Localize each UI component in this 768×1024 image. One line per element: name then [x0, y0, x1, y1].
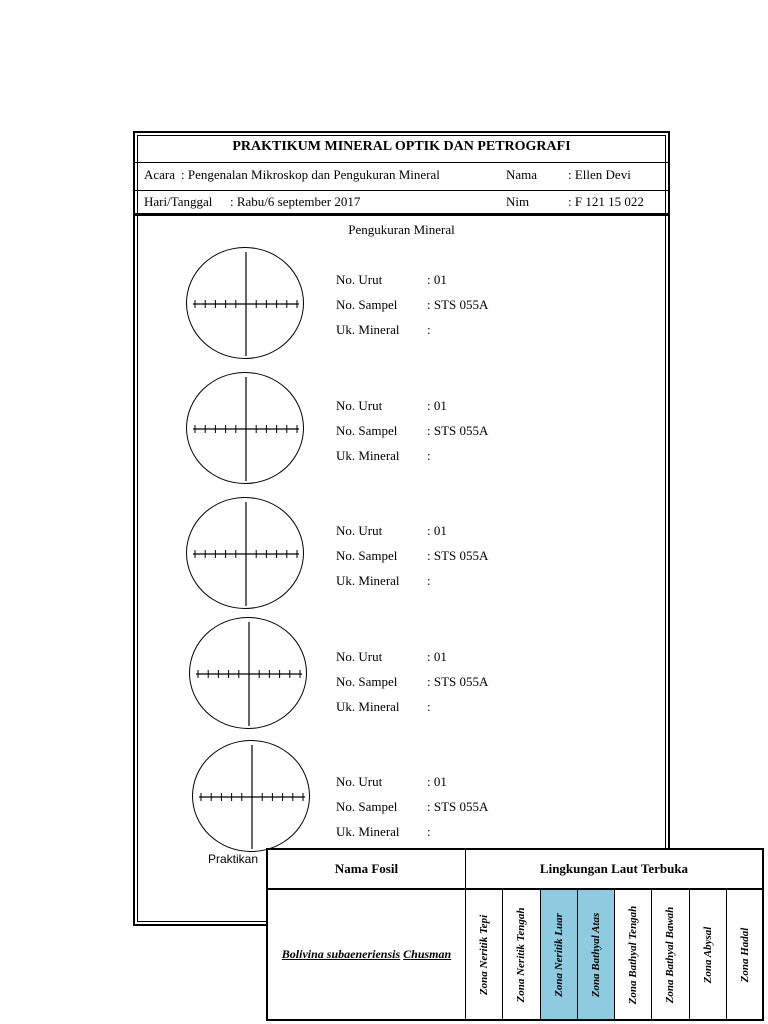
- zone-label: Zona Bathyal Tengah: [627, 905, 640, 1004]
- no-urut-value: : 01: [427, 774, 447, 789]
- hari-value: : Rabu/6 september 2017: [230, 194, 361, 209]
- no-urut-label: No. Urut: [336, 398, 383, 413]
- zone-column: Zona Bathyal Tengah: [615, 890, 653, 1019]
- no-urut-label: No. Urut: [336, 272, 383, 287]
- zone-column: Zona Bathyal Atas: [577, 890, 615, 1019]
- reticle-scope-icon: [189, 617, 307, 729]
- section-title: Pengukuran Mineral: [348, 222, 455, 237]
- uk-mineral-value: :: [427, 699, 431, 714]
- zone-column: Zona Neritik Tepi: [466, 890, 504, 1019]
- fossil-author: Chusman: [403, 947, 452, 961]
- header-divider: [135, 213, 668, 216]
- zone-label: Zona Neritik Tepi: [478, 914, 491, 995]
- zone-column: Zona Neritik Tengah: [503, 890, 541, 1019]
- fossil-name-cell: Bolivina subaeneriensis Chusman: [268, 890, 466, 1019]
- no-urut-value: : 01: [427, 272, 447, 287]
- reticle-scope-icon: [186, 372, 304, 484]
- fossil-table: Nama Fosil Lingkungan Laut Terbuka Boliv…: [266, 848, 764, 1021]
- zone-column: Zona Bathyal Bawah: [652, 890, 690, 1019]
- reticle-crosshair-icon: [193, 502, 299, 606]
- no-sampel-value: : STS 055A: [427, 297, 489, 312]
- divider: [135, 190, 668, 191]
- no-sampel-value: : STS 055A: [427, 674, 489, 689]
- no-sampel-value: : STS 055A: [427, 548, 489, 563]
- reticle-crosshair-icon: [193, 252, 299, 356]
- nama-value: : Ellen Devi: [568, 167, 631, 182]
- acara-value: : Pengenalan Mikroskop dan Pengukuran Mi…: [181, 167, 440, 182]
- no-sampel-value: : STS 055A: [427, 799, 489, 814]
- reticle-scope-icon: [192, 740, 310, 852]
- fossil-genus: Bolivina subaeneriensis: [281, 947, 401, 961]
- uk-mineral-value: :: [427, 573, 431, 588]
- divider: [135, 162, 668, 163]
- no-sampel-label: No. Sampel: [336, 423, 398, 438]
- zone-column: Zona Abysal: [690, 890, 727, 1019]
- uk-mineral-label: Uk. Mineral: [336, 824, 400, 839]
- uk-mineral-label: Uk. Mineral: [336, 573, 400, 588]
- no-urut-value: : 01: [427, 398, 447, 413]
- sheet-title: PRAKTIKUM MINERAL OPTIK DAN PETROGRAFI: [232, 139, 571, 154]
- no-urut-value: : 01: [427, 523, 447, 538]
- lingkungan-header: Lingkungan Laut Terbuka: [539, 861, 689, 876]
- praktikan-label: Praktikan: [208, 852, 259, 866]
- acara-label: Acara: [144, 167, 176, 182]
- reticle-scope-icon: [186, 247, 304, 359]
- reticle-crosshair-icon: [193, 377, 299, 481]
- uk-mineral-label: Uk. Mineral: [336, 699, 400, 714]
- zone-label: Zona Bathyal Atas: [589, 912, 602, 997]
- nim-value: : F 121 15 022: [568, 194, 644, 209]
- reticle-crosshair-icon: [199, 745, 305, 849]
- zone-column: Zona Hadal: [727, 890, 764, 1019]
- uk-mineral-value: :: [427, 448, 431, 463]
- uk-mineral-value: :: [427, 824, 431, 839]
- hari-label: Hari/Tanggal: [144, 194, 213, 209]
- no-urut-value: : 01: [427, 649, 447, 664]
- no-sampel-label: No. Sampel: [336, 297, 398, 312]
- no-sampel-label: No. Sampel: [336, 548, 398, 563]
- no-urut-label: No. Urut: [336, 649, 383, 664]
- worksheet: PRAKTIKUM MINERAL OPTIK DAN PETROGRAFI A…: [133, 131, 670, 926]
- nama-label: Nama: [506, 167, 538, 182]
- fossil-table-header: Nama Fosil Lingkungan Laut Terbuka: [268, 850, 762, 890]
- reticle-crosshair-icon: [196, 622, 302, 726]
- zone-label: Zona Abysal: [701, 926, 714, 983]
- zone-label: Zona Neritik Luar: [552, 912, 565, 997]
- uk-mineral-label: Uk. Mineral: [336, 448, 400, 463]
- uk-mineral-label: Uk. Mineral: [336, 322, 400, 337]
- uk-mineral-value: :: [427, 322, 431, 337]
- no-urut-label: No. Urut: [336, 774, 383, 789]
- no-urut-label: No. Urut: [336, 523, 383, 538]
- zone-label: Zona Neritik Tengah: [515, 907, 528, 1002]
- zone-column: Zona Neritik Luar: [540, 890, 578, 1019]
- no-sampel-label: No. Sampel: [336, 799, 398, 814]
- reticle-scope-icon: [186, 497, 304, 609]
- no-sampel-value: : STS 055A: [427, 423, 489, 438]
- no-sampel-label: No. Sampel: [336, 674, 398, 689]
- zone-label: Zona Bathyal Bawah: [664, 906, 677, 1003]
- nim-label: Nim: [506, 194, 530, 209]
- zone-label: Zona Hadal: [739, 927, 752, 982]
- nama-fosil-header: Nama Fosil: [268, 850, 466, 888]
